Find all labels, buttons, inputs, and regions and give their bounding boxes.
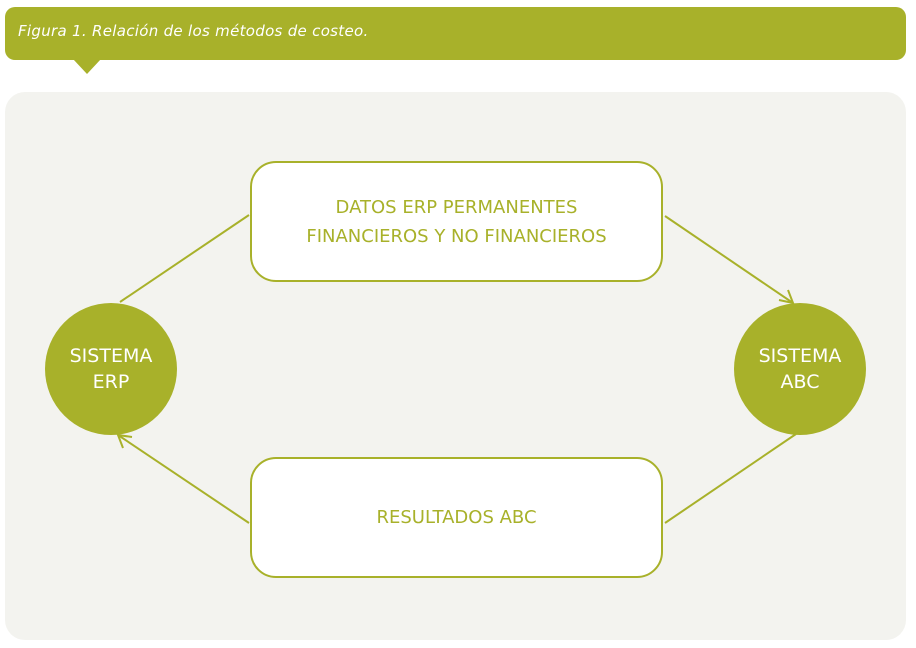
left-circle-line2: ERP	[92, 371, 130, 393]
connector-erp-to-data	[119, 214, 250, 303]
right-circle-line2: ABC	[780, 371, 820, 393]
arrowhead-icon	[116, 433, 133, 449]
left-circle-line1: SISTEMA	[69, 345, 153, 367]
bottom-box-resultados-abc: RESULTADOS ABC	[250, 457, 663, 578]
connector-results-to-erp	[117, 434, 250, 524]
caption-pointer	[73, 59, 101, 74]
circle-sistema-erp: SISTEMA ERP	[45, 303, 177, 435]
top-box-datos-erp: DATOS ERP PERMANENTES FINANCIEROS Y NO FI…	[250, 161, 663, 282]
connector-abc-to-results	[664, 433, 797, 524]
top-box-line2: FINANCIEROS Y NO FINANCIEROS	[306, 225, 607, 247]
bottom-box-label: RESULTADOS ABC	[376, 507, 537, 528]
top-box-line1: DATOS ERP PERMANENTES	[335, 196, 578, 218]
figure-caption: Figura 1. Relación de los métodos de cos…	[18, 22, 369, 40]
connector-data-to-abc	[664, 215, 794, 304]
figure-caption-bar: Figura 1. Relación de los métodos de cos…	[5, 7, 906, 60]
right-circle-line1: SISTEMA	[758, 345, 842, 367]
circle-sistema-abc: SISTEMA ABC	[734, 303, 866, 435]
